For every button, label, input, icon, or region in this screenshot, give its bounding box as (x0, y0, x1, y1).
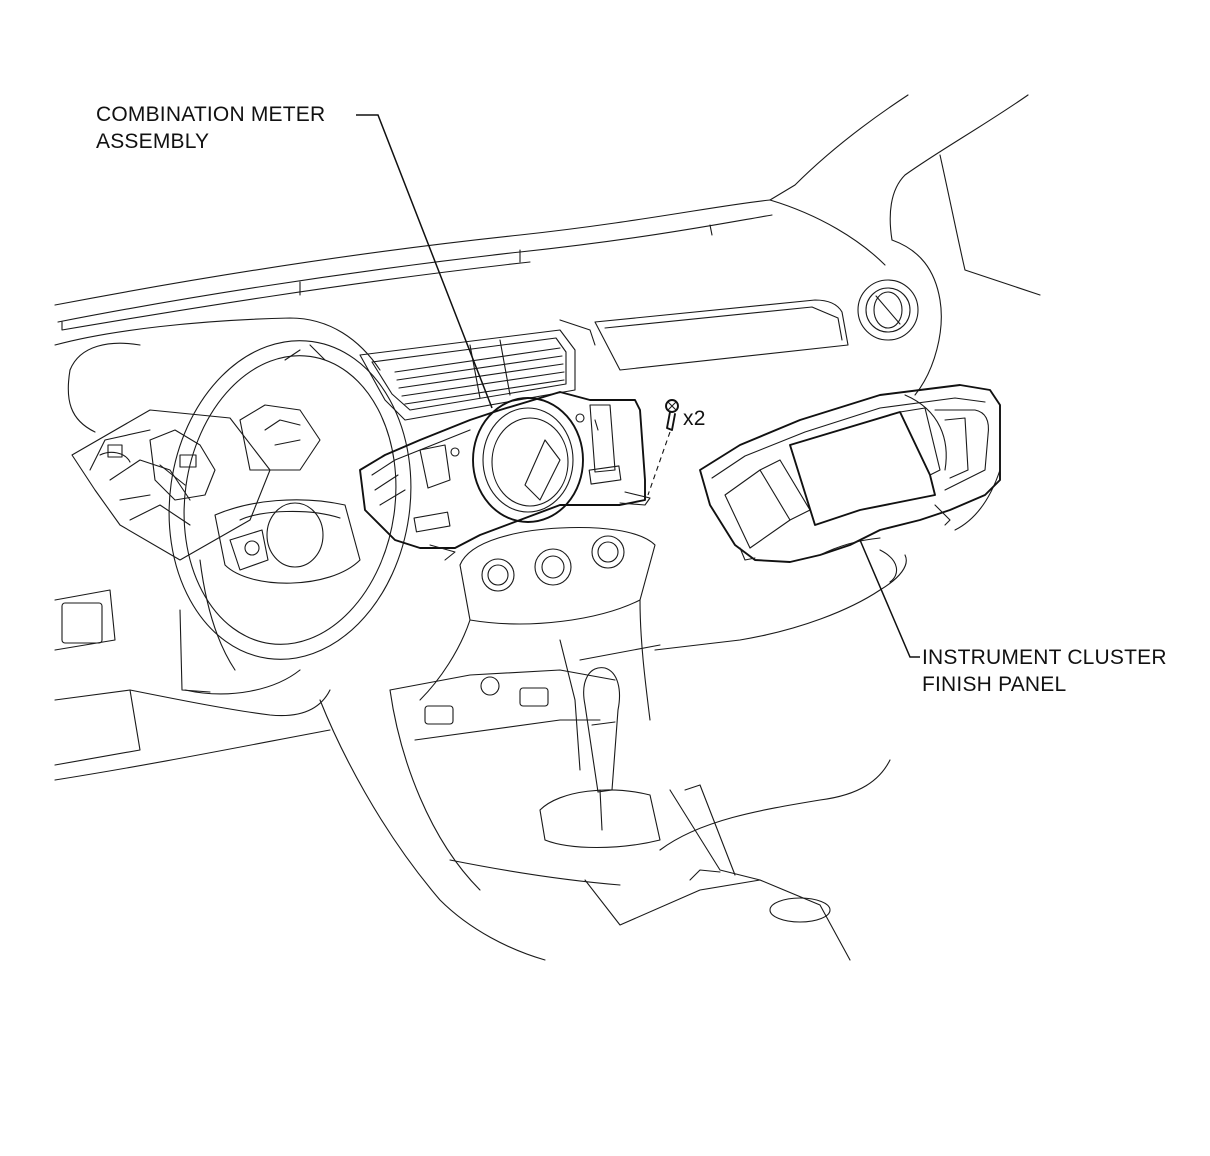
combination-meter-label-line-2: ASSEMBLY (96, 130, 210, 153)
finish-panel-label-line-2: FINISH PANEL (922, 673, 1067, 696)
windshield-frame (769, 94, 1041, 396)
finish-panel-label: INSTRUMENT CLUSTER FINISH PANEL (922, 644, 1167, 698)
combination-meter-assembly (359, 391, 651, 561)
screw-install-dashed-line (647, 431, 671, 496)
screw-icon (665, 399, 679, 431)
dashboard-top (54, 199, 886, 331)
steering-wheel (168, 340, 412, 695)
combination-meter-label-line-1: COMBINATION METER (96, 103, 326, 126)
left-dash-area (54, 317, 381, 781)
combination-meter-leader-line (356, 114, 493, 409)
center-air-vent (359, 319, 596, 421)
center-console (389, 526, 656, 771)
gear-shifter (539, 667, 661, 848)
right-air-vent (857, 279, 919, 341)
finish-panel-label-line-1: INSTRUMENT CLUSTER (922, 646, 1167, 669)
instrument-cluster-finish-panel (699, 384, 1001, 563)
right-dash-area (879, 394, 1001, 583)
screw-count: x2 (683, 407, 706, 430)
lower-console (129, 554, 907, 961)
screw-count-label: x2 (683, 405, 706, 432)
center-display-recess (594, 299, 849, 371)
finish-panel-leader-line (859, 539, 920, 658)
combination-meter-label: COMBINATION METER ASSEMBLY (96, 101, 325, 155)
